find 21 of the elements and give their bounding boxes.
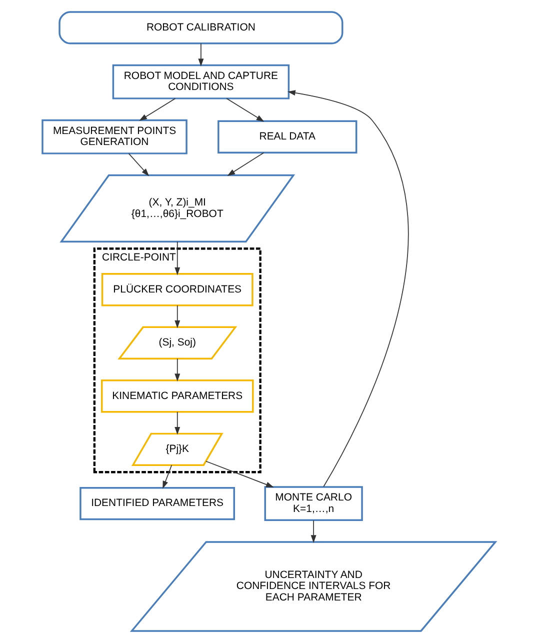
arrow [162, 464, 172, 489]
arrow [128, 153, 149, 176]
node-box: MONTE CARLO K=1,…,n [264, 486, 362, 521]
arrow [287, 90, 408, 488]
arrow [310, 520, 316, 543]
node-box: ROBOT MODEL AND CAPTURE CONDITIONS [112, 64, 290, 100]
arrow [174, 304, 180, 328]
arrow [226, 98, 264, 122]
arrow [226, 152, 264, 176]
arrow [174, 411, 180, 435]
arrow [204, 460, 274, 488]
node-box: REAL DATA [217, 120, 357, 154]
node-box: ROBOT CALIBRATION [58, 11, 343, 44]
arrow [198, 43, 204, 66]
arrow [138, 98, 176, 121]
arrow [174, 358, 180, 382]
node-box: IDENTIFIED PARAMETERS [79, 486, 234, 520]
node-box: PLÜCKER COORDINATES [100, 273, 253, 306]
arrow [174, 241, 180, 276]
node-box: KINEMATIC PARAMETERS [100, 380, 254, 413]
node-box: MEASUREMENT POINTS GENERATION [41, 119, 187, 154]
